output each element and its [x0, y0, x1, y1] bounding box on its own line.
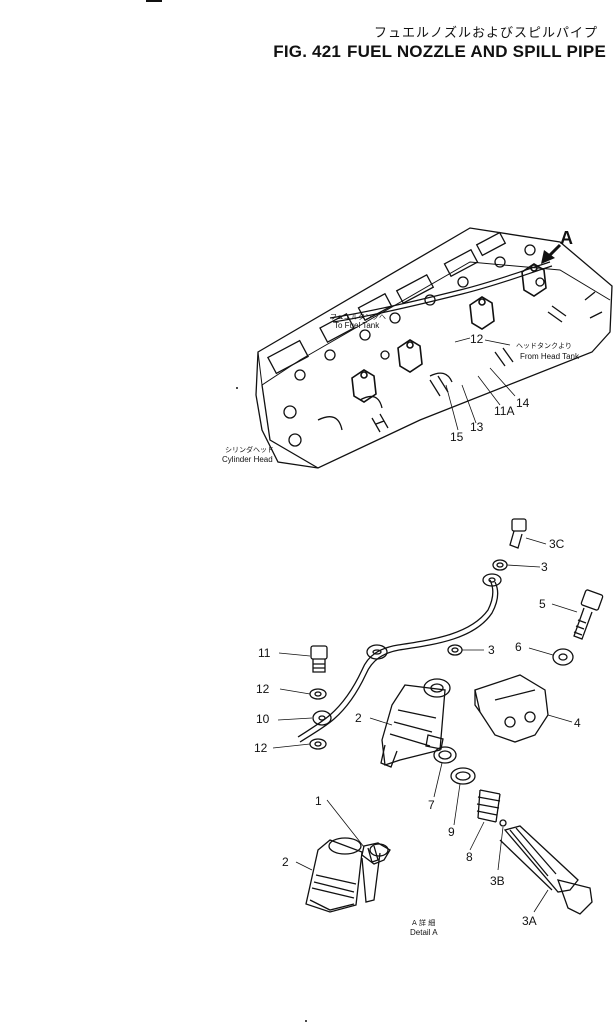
washer-12-top — [309, 688, 327, 700]
figure-title-japanese: フュエルノズルおよびスピルパイプ — [373, 26, 598, 41]
scan-dot — [236, 387, 238, 389]
lower-part-number-2-lower: 2 — [282, 855, 289, 869]
upper-part-number-13: 13 — [470, 420, 484, 434]
detail-a-label: Detail A — [410, 928, 438, 937]
upper-part-number-11A: 11A — [494, 404, 514, 418]
lower-part-number-12-bottom: 12 — [254, 741, 268, 755]
lower-part-number-7: 7 — [428, 798, 435, 812]
washer-6 — [552, 648, 574, 666]
cylinder-head-label-jp: シリンダヘッド — [225, 445, 274, 454]
lower-part-number-3-top: 3 — [541, 560, 548, 574]
lower-part-number-4: 4 — [574, 716, 581, 730]
to-fuel-tank-label: To Fuel Tank — [334, 321, 380, 330]
figure-title-english: FUEL NOZZLE AND SPILL PIPE — [347, 42, 606, 61]
o-ring-3b — [499, 819, 507, 827]
exploded-parts-illustration — [297, 518, 604, 915]
bolt-5 — [573, 589, 604, 640]
washer-3-top — [492, 559, 508, 571]
bolt-3a — [499, 825, 593, 915]
from-head-tank-label-jp: ヘッドタンクより — [516, 341, 572, 350]
upper-part-number-14: 14 — [516, 396, 530, 410]
spill-pipe-10 — [297, 573, 502, 743]
figure-number: FIG. 421 — [273, 42, 342, 61]
lower-part-number-3A: 3A — [522, 914, 537, 928]
lower-part-number-3B: 3B — [490, 874, 505, 888]
lower-part-number-9: 9 — [448, 825, 455, 839]
scan-dot — [305, 1020, 307, 1022]
washer-3-mid — [447, 644, 463, 656]
seat-7 — [433, 746, 457, 764]
upper-part-number-12: 12 — [470, 332, 484, 346]
lower-leader-lines — [272, 537, 578, 913]
to-fuel-tank-label-jp: フュエルタンクへ — [330, 312, 386, 321]
lower-part-number-2-upper: 2 — [355, 711, 362, 725]
nozzle-holder-2 — [380, 678, 451, 768]
nozzle-clamp-4 — [474, 674, 549, 743]
detail-a-label-jp: A 詳 細 — [412, 918, 435, 927]
figure-title: FIG. 421 FUEL NOZZLE AND SPILL PIPE — [0, 42, 606, 62]
bolt-3c — [509, 518, 527, 549]
ring-9 — [450, 767, 476, 785]
nozzle-1 — [361, 842, 391, 903]
bolt-11 — [310, 645, 328, 673]
lower-part-number-6: 6 — [515, 640, 522, 654]
view-a-marker: A — [560, 228, 573, 248]
lower-part-number-3-mid: 3 — [488, 643, 495, 657]
lower-part-number-12-top: 12 — [256, 682, 270, 696]
washer-12-bottom — [309, 738, 327, 750]
lower-part-number-3C: 3C — [549, 537, 565, 551]
spring-8 — [476, 789, 501, 823]
cylinder-head-label: Cylinder Head — [222, 455, 273, 464]
lower-part-number-10: 10 — [256, 712, 270, 726]
upper-part-number-15: 15 — [450, 430, 464, 444]
view-a-arrow — [541, 243, 562, 264]
nozzle-body-2 — [305, 837, 363, 913]
upper-leader-lines — [445, 337, 516, 431]
lower-part-number-5: 5 — [539, 597, 546, 611]
lower-part-number-1: 1 — [315, 794, 322, 808]
lower-part-number-8: 8 — [466, 850, 473, 864]
from-head-tank-label: From Head Tank — [520, 352, 580, 361]
scan-mark — [146, 0, 162, 2]
lower-part-number-11: 11 — [258, 646, 271, 660]
